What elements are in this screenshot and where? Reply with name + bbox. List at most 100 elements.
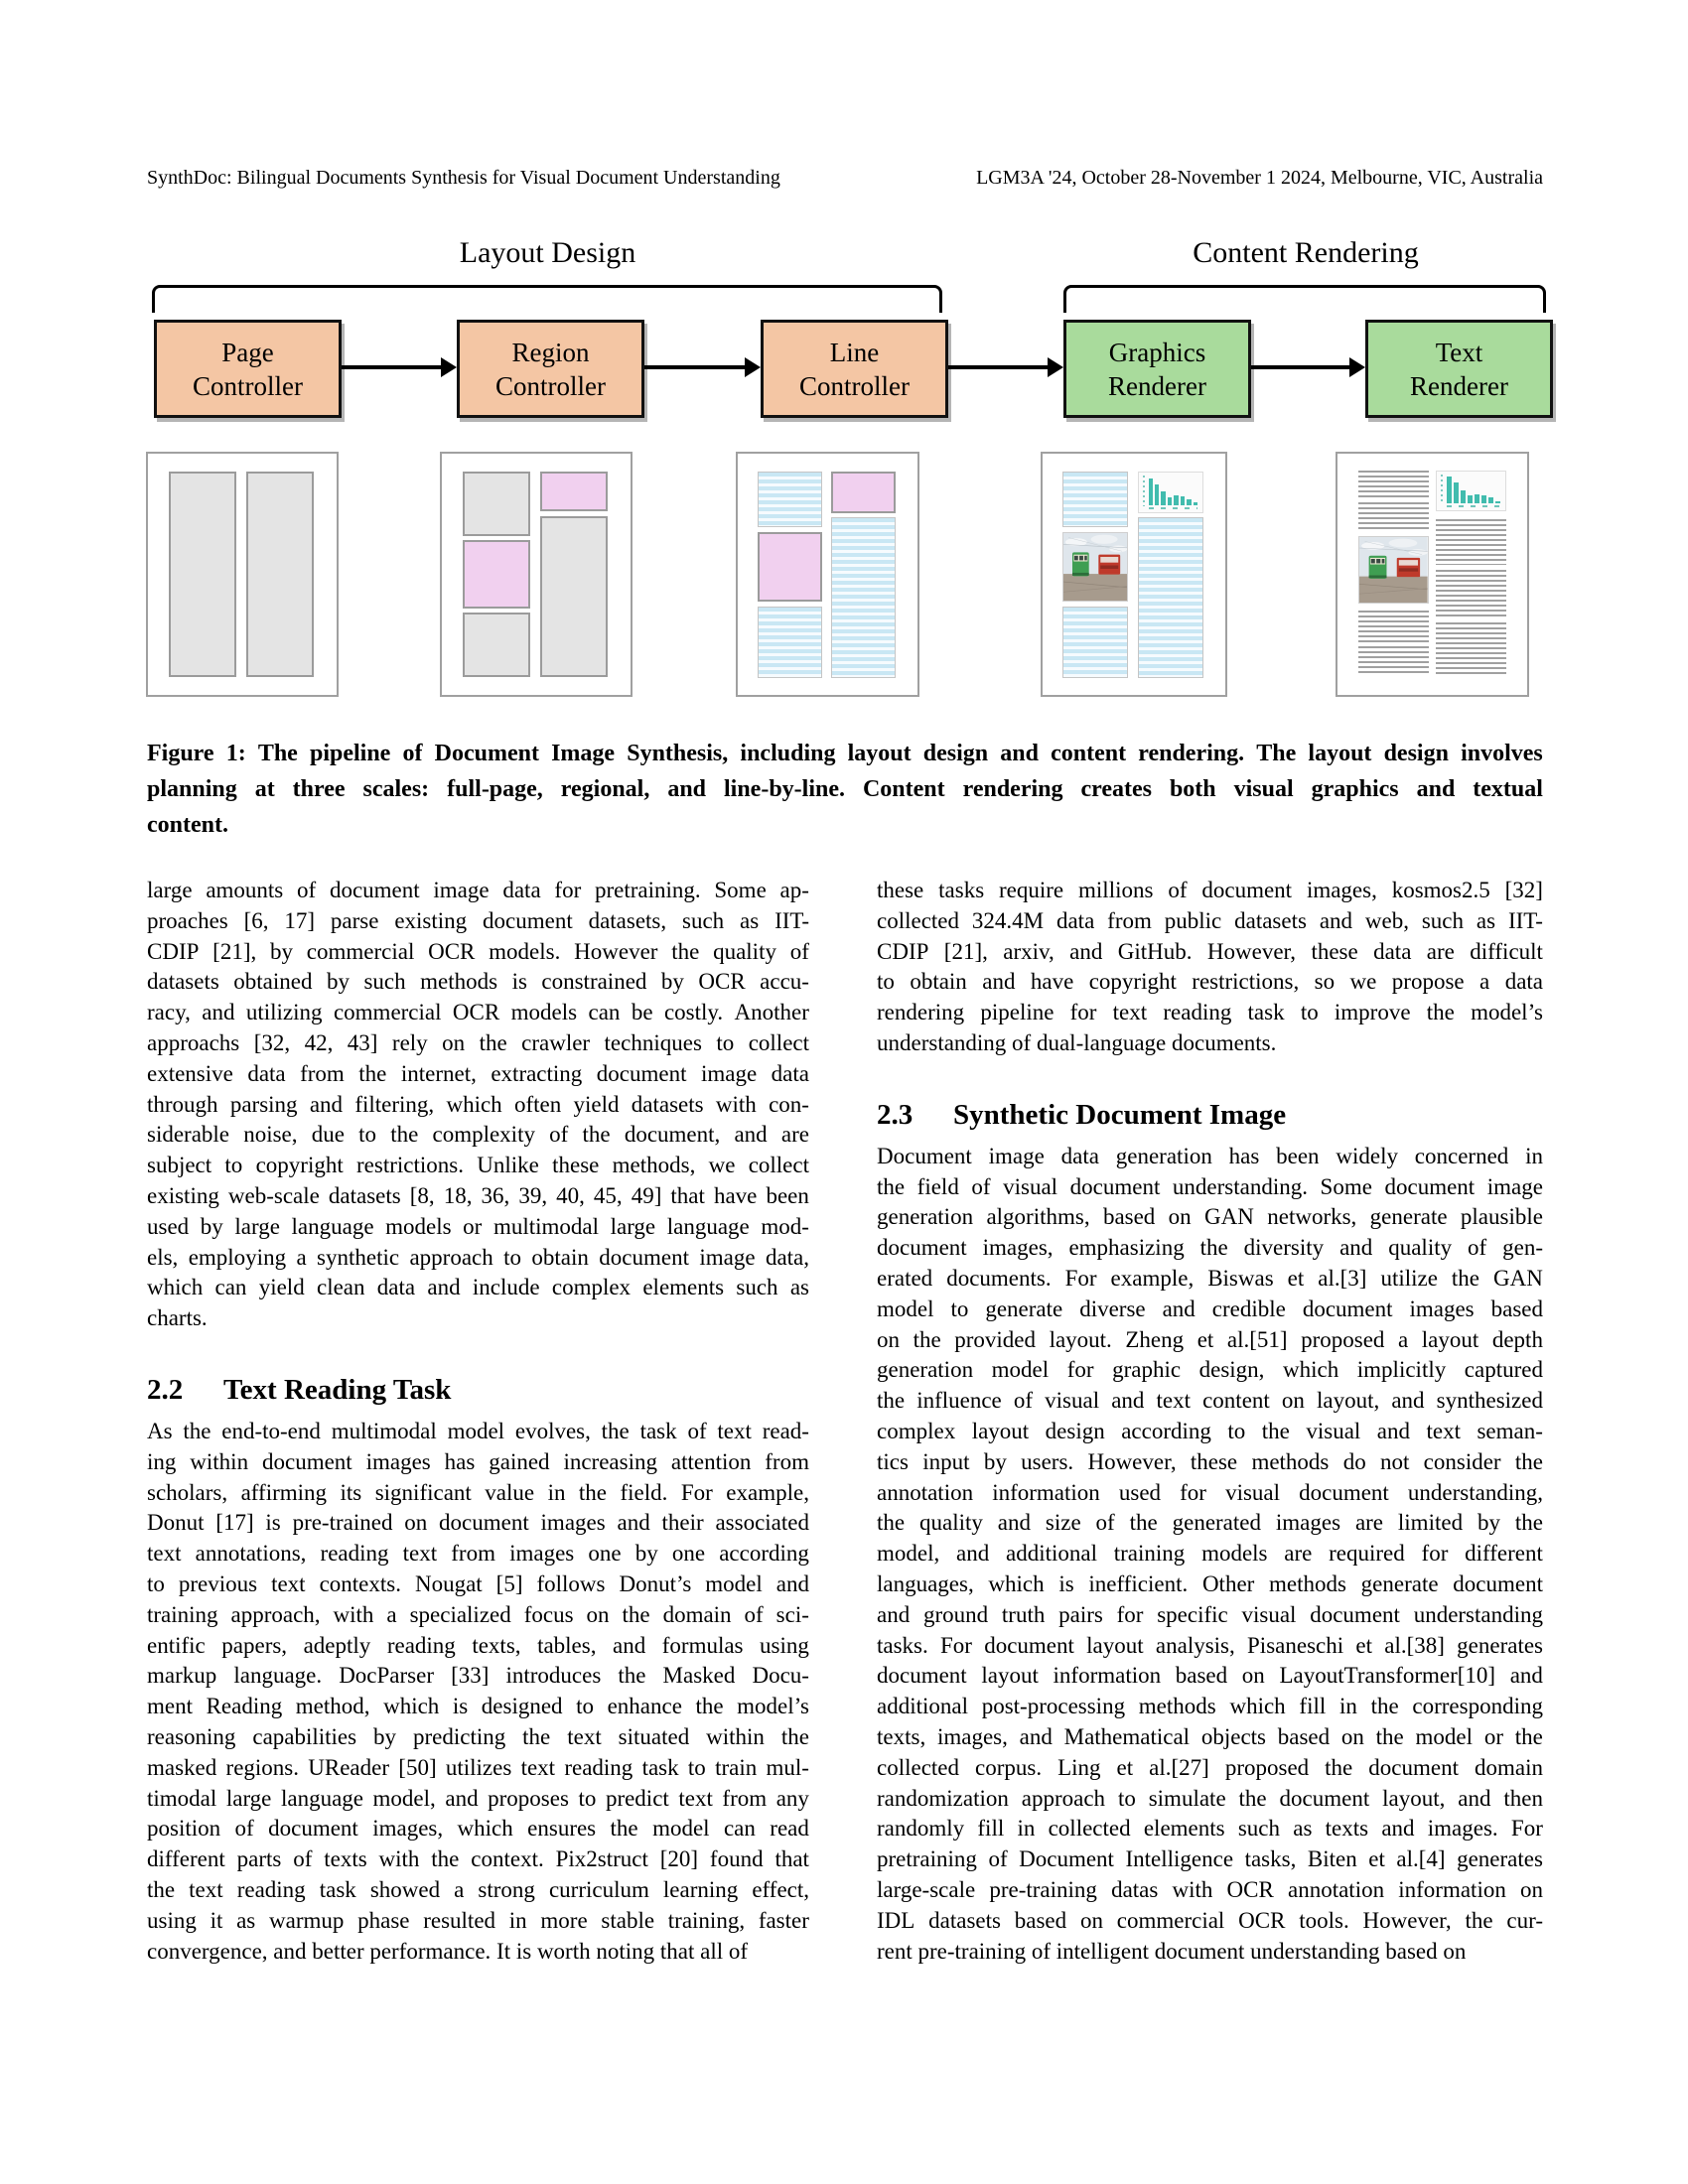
layout-block-pink: [462, 540, 531, 609]
group-label-layout-design: Layout Design: [459, 236, 636, 269]
rendered-text-block: [1436, 622, 1506, 676]
text-lines-block: [757, 607, 823, 678]
arrow-icon: [342, 357, 457, 377]
box-label: Controller: [193, 370, 303, 401]
arrow-icon: [1251, 357, 1365, 377]
chart-bar: [1193, 502, 1197, 505]
content-rendering-bracket: [1063, 285, 1546, 313]
chart-bar: [1468, 495, 1474, 504]
layout-block-pink: [539, 472, 609, 512]
box-label: Controller: [495, 370, 606, 401]
rendered-text-block: [1358, 646, 1429, 676]
thumbnail-text-render: [1336, 452, 1529, 697]
text-lines-block: [1137, 517, 1203, 678]
text-line: charts.: [147, 1305, 208, 1331]
section-title: Text Reading Task: [223, 1373, 452, 1406]
chart-bar: [1447, 477, 1453, 504]
layout-block-gray: [245, 472, 315, 677]
page-controller-box: Page Controller: [154, 320, 342, 418]
text-lines-block: [831, 517, 897, 678]
thumbnail-line-layout: [736, 452, 919, 697]
chart-bar: [1187, 498, 1192, 505]
chart-bar: [1155, 483, 1160, 505]
chart-bar: [1167, 496, 1173, 505]
layout-block-gray: [462, 613, 531, 677]
mini-bar-chart: [1436, 471, 1506, 512]
chart-bar: [1161, 490, 1166, 505]
section-title: Synthetic Document Image: [953, 1098, 1287, 1131]
text-line: convergence, and better performance. It …: [147, 1938, 749, 1964]
layout-block-pink: [831, 472, 897, 513]
layout-block-pink: [757, 531, 823, 603]
section-heading-2-2: 2.2 Text Reading Task: [147, 1373, 809, 1407]
box-label: Controller: [799, 370, 910, 401]
running-header: SynthDoc: Bilingual Documents Synthesis …: [147, 167, 1543, 190]
text-lines-block: [1062, 607, 1129, 678]
box-label: Region: [511, 337, 590, 367]
text-line: content.: [147, 812, 228, 838]
chart-bar: [1148, 478, 1154, 505]
tram-photo: [1062, 531, 1129, 603]
chart-bar: [1180, 496, 1186, 505]
chart-bar: [1475, 493, 1480, 504]
graphics-renderer-box: Graphics Renderer: [1063, 320, 1251, 418]
running-title: SynthDoc: Bilingual Documents Synthesis …: [147, 167, 780, 189]
text-lines-block: [757, 472, 823, 528]
rendered-text-block: [1358, 501, 1429, 531]
chart-bar: [1461, 489, 1467, 504]
arrow-icon: [644, 357, 761, 377]
thumbnail-graphics-render: [1041, 452, 1227, 697]
section-heading-2-3: 2.3 Synthetic Document Image: [877, 1098, 1543, 1132]
chart-bar: [1481, 494, 1487, 504]
text-line: rent pre-training of intelligent documen…: [877, 1938, 1467, 1964]
layout-block-gray: [539, 516, 609, 677]
chart-bar: [1488, 497, 1493, 504]
rendered-text-block: [1358, 610, 1429, 642]
